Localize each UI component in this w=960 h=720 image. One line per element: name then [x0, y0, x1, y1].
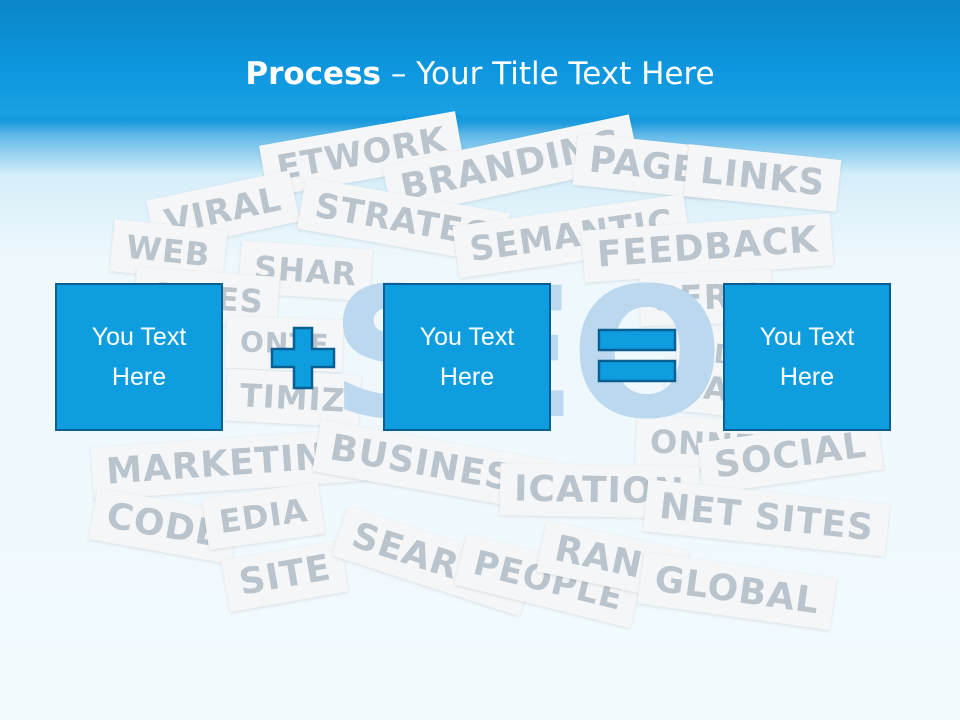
text-box-3[interactable]: You Text Here	[723, 283, 891, 431]
slide-title: Process – Your Title Text Here	[0, 52, 960, 96]
collage-word: NET SITES	[642, 479, 891, 557]
collage-word: LINKS	[683, 144, 842, 212]
plus-icon	[270, 326, 336, 390]
title-rest: Your Title Text Here	[416, 56, 715, 92]
text-box-2[interactable]: You Text Here	[383, 283, 551, 431]
text-box-1[interactable]: You Text Here	[55, 283, 223, 431]
text-box-2-label: You Text Here	[419, 323, 515, 391]
title-bar	[0, 0, 960, 128]
text-box-1-label: You Text Here	[91, 323, 187, 391]
title-dash: –	[381, 56, 417, 92]
collage-word: EDIA	[201, 482, 326, 550]
collage-word: SITE	[221, 539, 350, 613]
text-box-3-label: You Text Here	[759, 323, 855, 391]
collage-word: GLOBAL	[637, 551, 837, 631]
title-bold: Process	[245, 56, 381, 92]
equals-icon	[597, 328, 677, 383]
